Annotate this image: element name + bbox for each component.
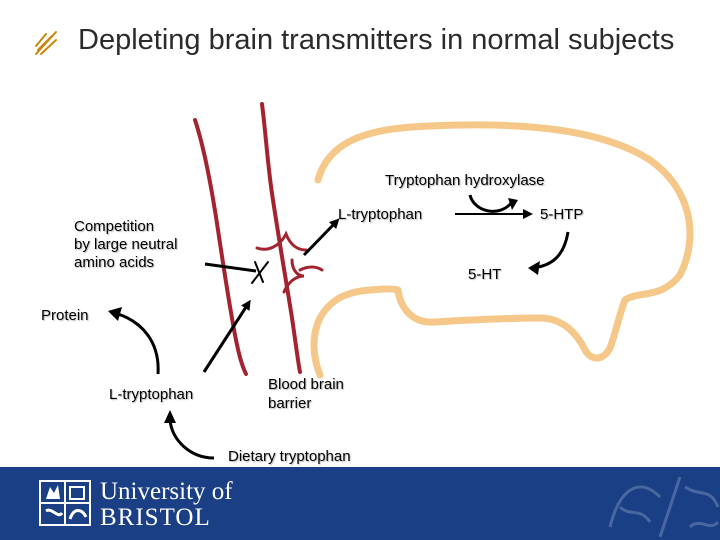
- label-blood-tryptophan: L-tryptophan: [109, 386, 194, 403]
- barrier-line-right: [260, 102, 302, 374]
- brain-outline: [310, 121, 694, 379]
- label-5htp: 5-HTP: [540, 206, 584, 223]
- transporter-cup-upper: [255, 230, 308, 252]
- label-competition-line2: by large neutral: [74, 236, 178, 253]
- university-name-line2: BRISTOL: [100, 504, 211, 531]
- transporter-cup-lower-right: [298, 265, 324, 272]
- arrow-to-barrier: [202, 299, 251, 373]
- label-competition-line3: amino acids: [74, 254, 155, 271]
- label-protein: Protein: [41, 307, 89, 324]
- university-crest-icon: [39, 480, 91, 526]
- diagram-canvas: [108, 102, 694, 460]
- title-bullet-icon: [35, 31, 57, 55]
- arrow-from-dietary-head: [164, 410, 176, 423]
- transporter-cup-lower: [282, 258, 305, 294]
- label-5ht: 5-HT: [468, 266, 502, 283]
- label-bbb-line1: Blood brain: [268, 376, 344, 393]
- slide-title: Depleting brain transmitters in normal s…: [78, 24, 675, 56]
- label-enzyme: Tryptophan hydroxylase: [385, 172, 545, 189]
- arrow-from-dietary: [168, 419, 215, 460]
- label-bbb-line2: barrier: [268, 395, 312, 412]
- competition-arrow: [204, 262, 257, 273]
- crest-watermark-icon: [608, 476, 720, 538]
- footer-bar: University of BRISTOL: [0, 467, 720, 540]
- arrow-to-protein-head: [108, 307, 122, 321]
- block-x-icon: [251, 261, 269, 284]
- hydroxylase-curve: [468, 194, 514, 213]
- university-name-line1: University of: [100, 478, 233, 505]
- label-brain-tryptophan: L-tryptophan: [338, 206, 423, 223]
- arrow-to-ht-head: [528, 261, 540, 275]
- label-competition-line1: Competition: [74, 218, 155, 235]
- arrow-to-protein: [117, 312, 160, 375]
- barrier-line-left: [193, 118, 248, 376]
- hydroxylase-curve-head: [508, 198, 518, 210]
- arrow-into-brain: [302, 218, 340, 257]
- label-dietary: Dietary tryptophan: [228, 448, 351, 465]
